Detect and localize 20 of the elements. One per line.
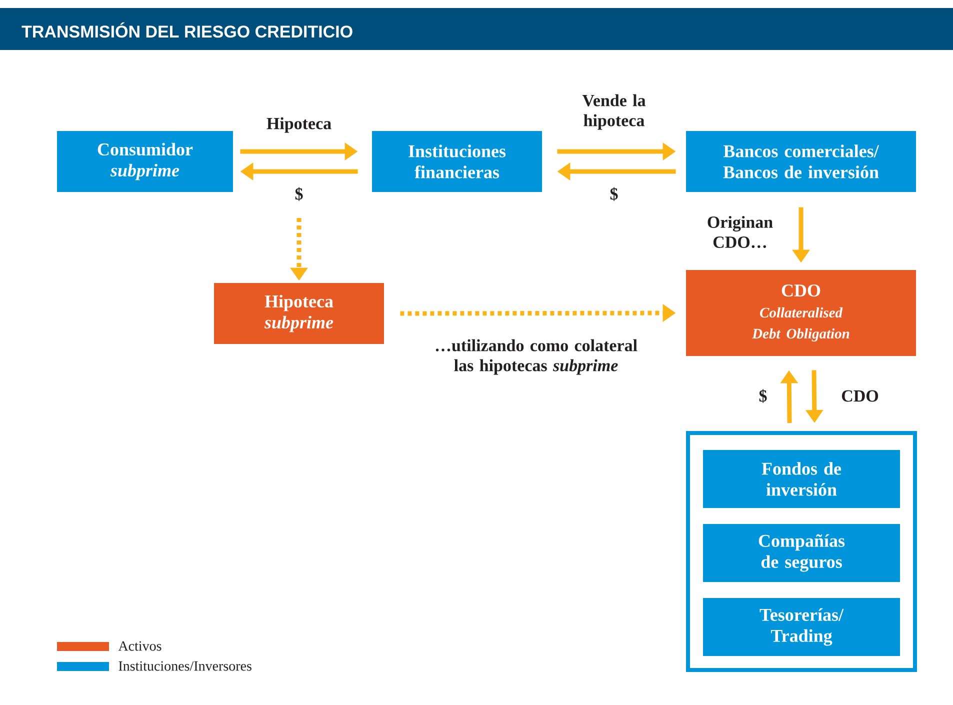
legend-label: Instituciones/Inversores [118,661,252,671]
investor-box: Tesorerías/ Trading [703,598,900,656]
investor-box: Compañías de seguros [703,524,900,582]
edge-label: Originan CDO… [708,216,773,248]
investor-group-frame [686,431,917,672]
institution-box: Instituciones financieras [372,131,542,192]
edge-label: $ [295,187,303,201]
edge-label: $ [610,187,618,201]
title-band: TRANSMISIÓN DEL RIESGO CREDITICIO [0,8,953,50]
institution-box: Consumidor subprime [57,131,233,192]
asset-box: Hipoteca subprime [214,283,384,344]
asset-box: CDO Collateralised Debt Obligation [686,270,916,356]
investor-box: Fondos de inversión [703,450,900,508]
edge-label: CDO [842,390,878,402]
edge-label: …utilizando como colateral las hipotecas subprime [436,339,638,375]
legend-label: Activos [118,641,162,651]
edge-label: $ [759,389,767,403]
edge-label: Vende la hipoteca [582,94,646,130]
institution-box: Bancos comerciales/ Bancos de inversión [686,131,916,192]
edge-label: Hipoteca [266,117,332,133]
